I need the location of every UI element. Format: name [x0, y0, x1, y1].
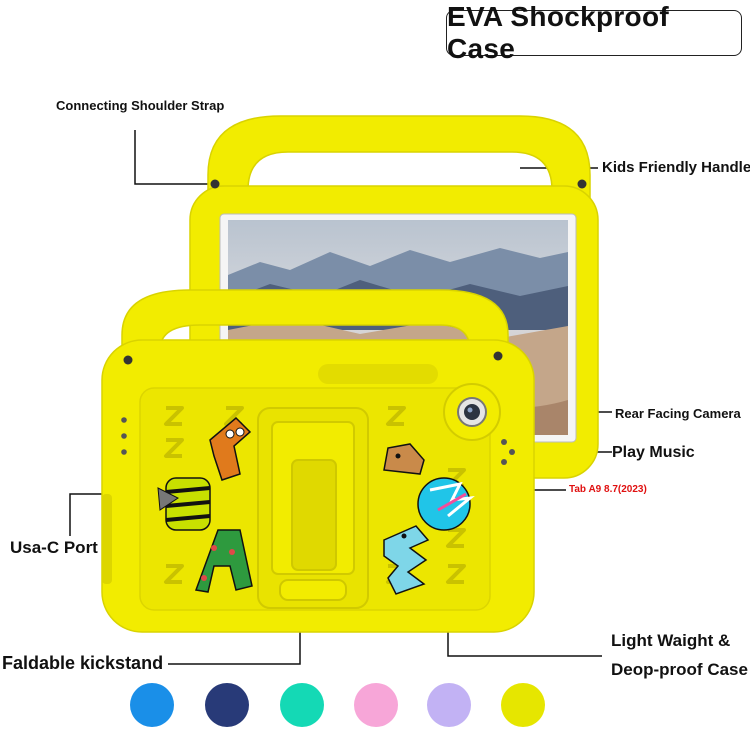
back-strap-hole-left: [123, 355, 133, 365]
front-strap-hole-left: [210, 179, 220, 189]
color-swatch-navy[interactable]: [205, 683, 249, 727]
color-swatch-mint[interactable]: [280, 683, 324, 727]
animal-letter-f: [209, 416, 252, 481]
kickstand-callout-label: Faldable kickstand: [2, 653, 164, 673]
animal-letter-e: [383, 525, 430, 595]
kickstand-grip: [291, 459, 337, 571]
port-callout-label: Usa-C Port: [10, 538, 98, 557]
camera-callout-label: Rear Facing Camera: [615, 406, 741, 421]
animal-letter-w: [417, 477, 475, 531]
kickstand-foot: [279, 579, 347, 601]
screen-mountains-far: [228, 248, 568, 300]
product-title: EVA Shockproof Case: [447, 1, 669, 64]
right-speaker-dots: [501, 439, 515, 465]
animal-letter-b: [157, 477, 211, 531]
music-callout-label: Play Music: [612, 444, 695, 461]
strap-leader: [134, 130, 208, 185]
front-strap-hole-right: [577, 179, 587, 189]
camera-lens: [464, 404, 480, 420]
back-handle: [121, 289, 509, 361]
case-back-view: [101, 289, 535, 633]
front-handle: [207, 115, 591, 209]
weight-callout-line2: Deop-proof Case: [611, 660, 748, 679]
color-swatch-lavender[interactable]: [427, 683, 471, 727]
strap-callout-label: Connecting Shoulder Strap: [56, 98, 225, 113]
animal-letter-k: [383, 443, 425, 475]
weight-callout-line1: Light Waight &: [611, 631, 731, 650]
usb-c-port-cutout: [102, 494, 112, 584]
kickstand: [257, 407, 369, 609]
animal-letter-a: [194, 529, 253, 593]
handle-callout-label: Kids Friendly Handle: [602, 159, 750, 176]
color-swatch-yellow[interactable]: [501, 683, 545, 727]
product-title-box: EVA Shockproof Case: [446, 1, 742, 64]
weight-leader: [447, 628, 602, 657]
handle-slot: [318, 364, 438, 384]
color-swatch-pink[interactable]: [354, 683, 398, 727]
left-speaker-dots: [121, 417, 127, 455]
back-strap-hole-right: [493, 351, 503, 361]
color-swatch-blue[interactable]: [130, 683, 174, 727]
model-callout-label: Tab A9 8.7(2023): [569, 484, 647, 495]
port-leader: [69, 493, 104, 536]
